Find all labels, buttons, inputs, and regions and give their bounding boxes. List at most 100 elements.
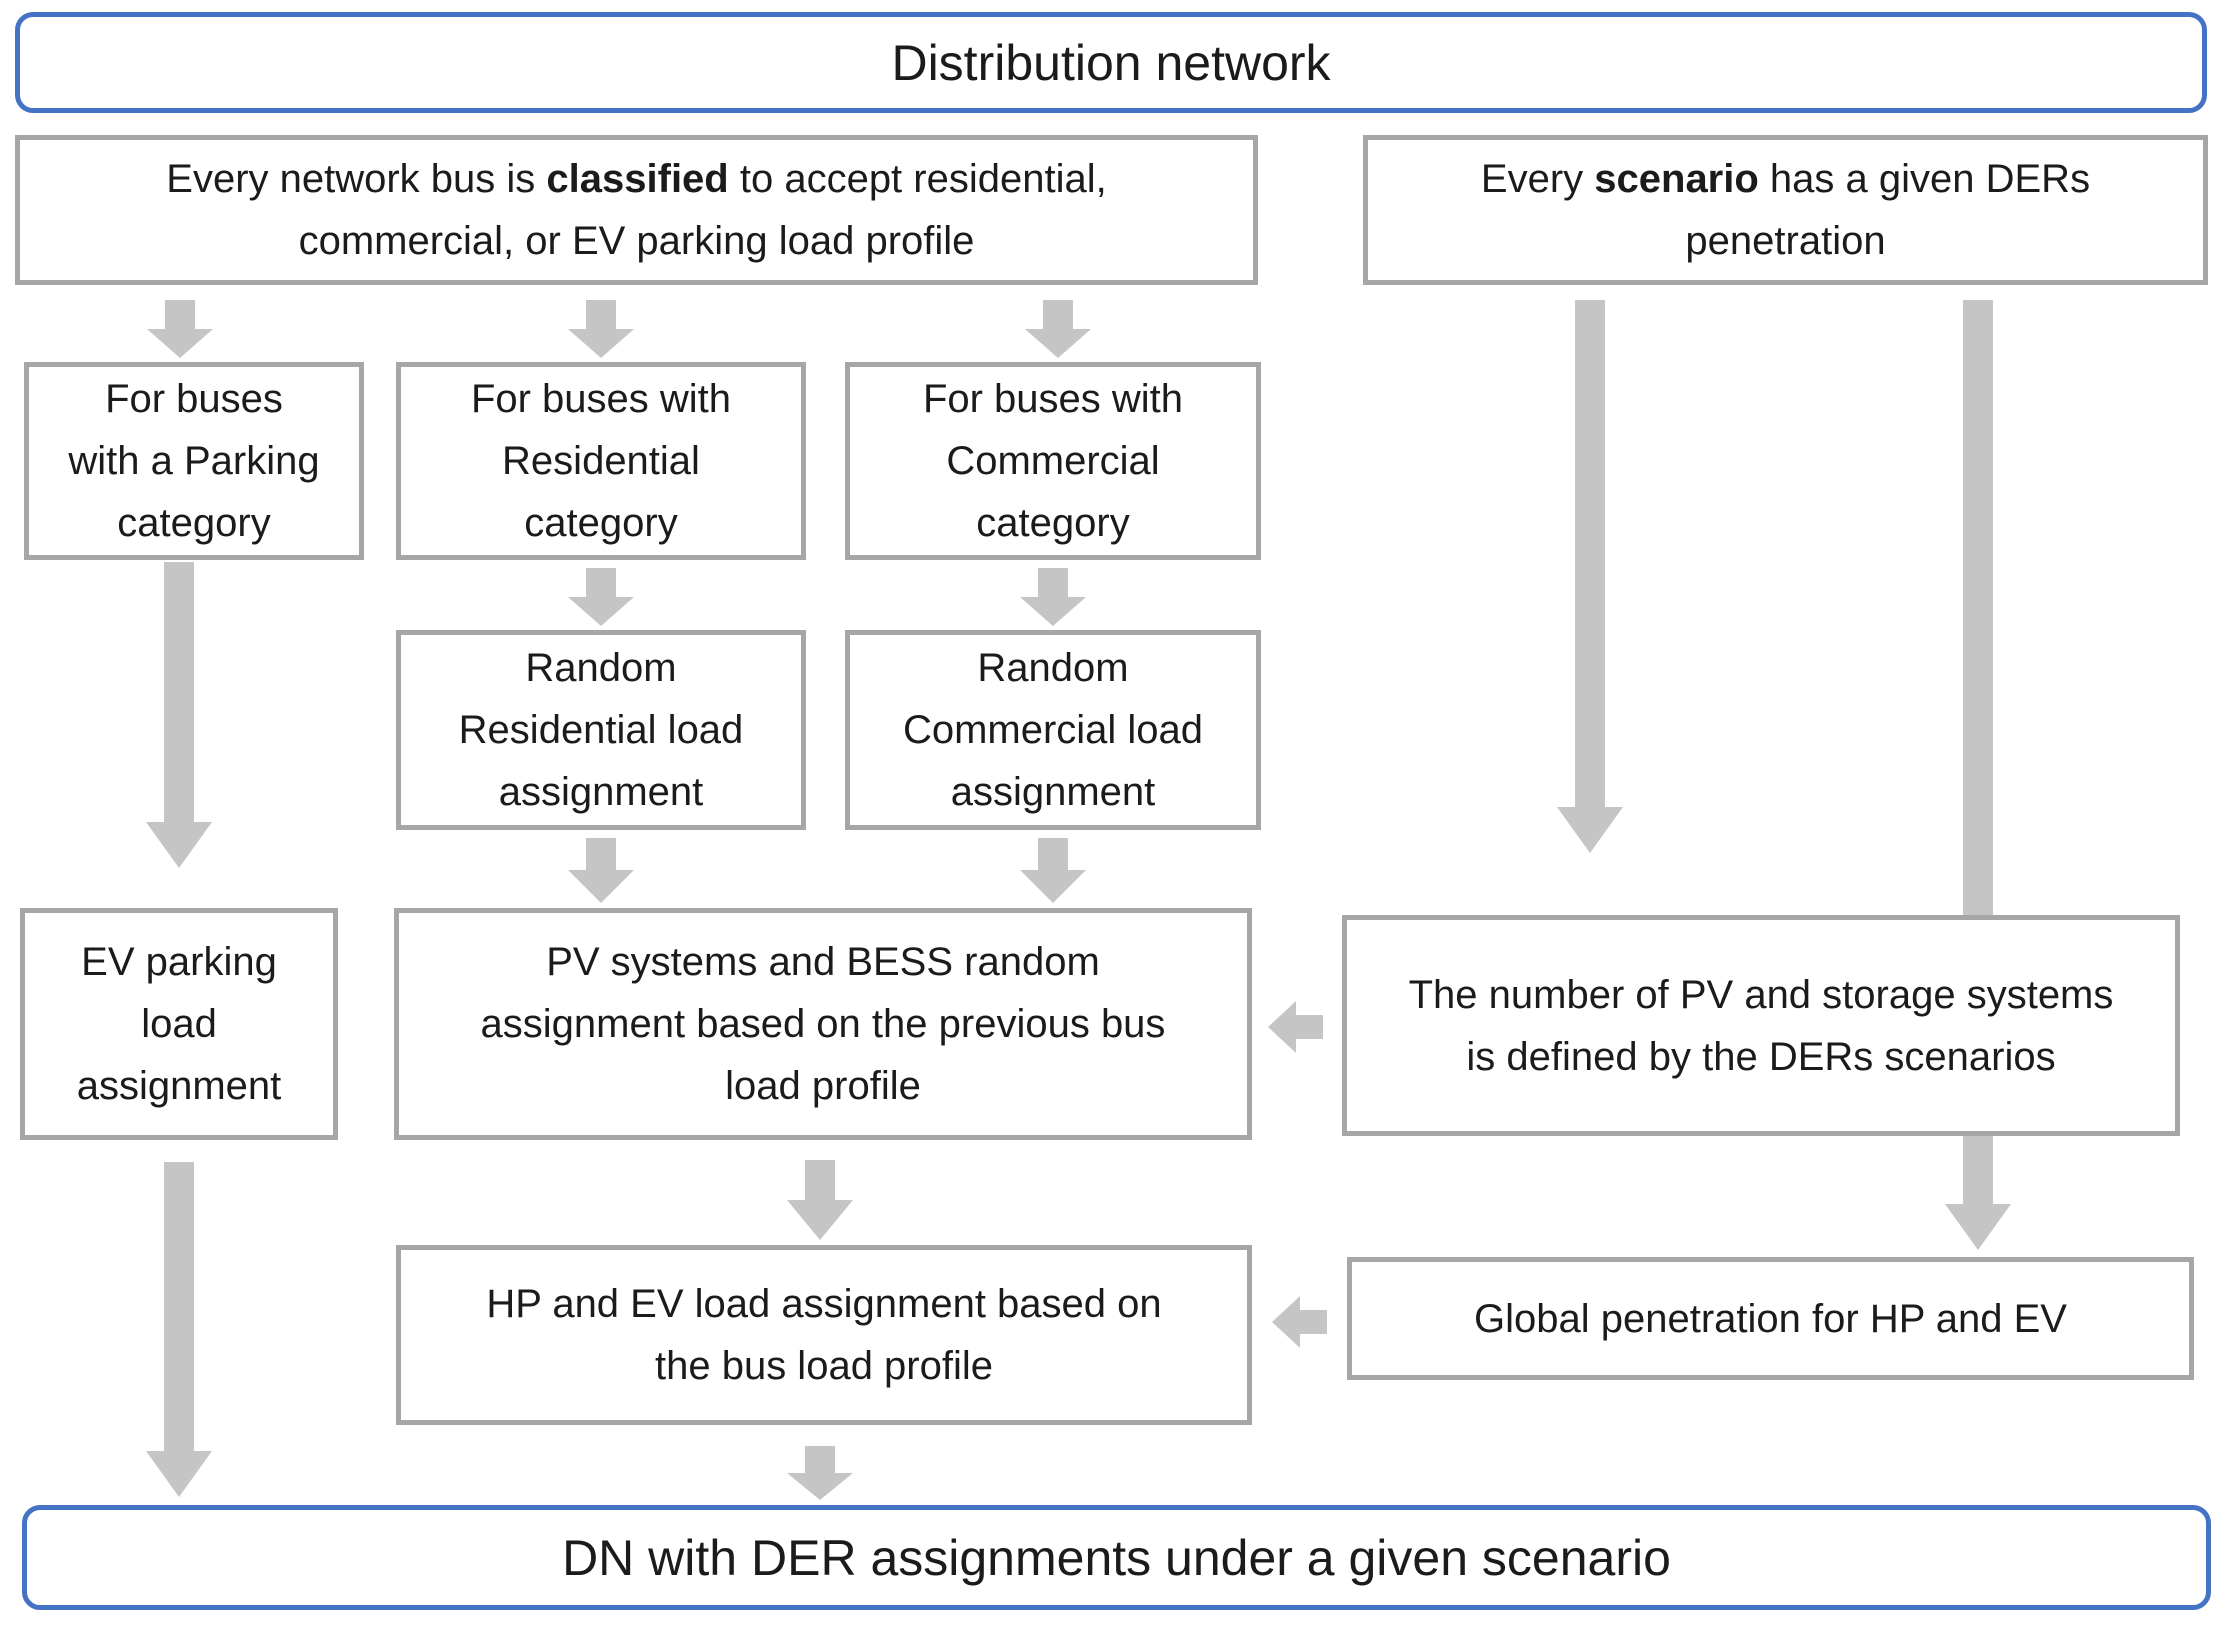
random-residential-line1: Random xyxy=(525,646,677,690)
category-commercial-text: For buses with Commercial category xyxy=(850,368,1256,554)
global-penetration-box: Global penetration for HP and EV xyxy=(1347,1257,2194,1380)
category-commercial-box: For buses with Commercial category xyxy=(845,362,1261,560)
arrow-classified-to-residential xyxy=(568,300,634,358)
arrow-numpv-to-pvbess-shaft xyxy=(1294,1015,1323,1039)
arrow-classified-to-commercial-shaft xyxy=(1043,300,1073,331)
scenario-line1-pre: Every xyxy=(1480,157,1595,201)
arrow-global-to-hpev-head-icon xyxy=(1272,1296,1300,1348)
category-residential-text: For buses with Residential category xyxy=(401,368,801,554)
arrow-hpev-to-final-head-icon xyxy=(787,1473,853,1500)
num-pv-storage-box: The number of PV and storage systems is … xyxy=(1342,915,2180,1136)
arrow-classified-to-residential-head-icon xyxy=(568,329,634,358)
bus-classified-box: Every network bus is classified to accep… xyxy=(15,135,1258,285)
random-residential-line3: assignment xyxy=(498,770,704,814)
category-residential-line2: Residential xyxy=(502,439,700,483)
category-commercial-line3: category xyxy=(976,501,1130,545)
ev-parking-line1: EV parking xyxy=(81,940,277,984)
random-commercial-line3: assignment xyxy=(950,770,1156,814)
arrow-numpv-to-pvbess xyxy=(1268,1001,1323,1053)
num-pv-storage-text: The number of PV and storage systems is … xyxy=(1347,964,2175,1088)
category-parking-text: For buses with a Parking category xyxy=(29,368,359,554)
num-pv-line2: is defined by the DERs scenarios xyxy=(1466,1034,2056,1079)
scenario-penetration-box: Every scenario has a given DERs penetrat… xyxy=(1363,135,2208,285)
arrow-global-to-hpev-shaft xyxy=(1298,1310,1327,1334)
pv-bess-line1: PV systems and BESS random xyxy=(546,940,1100,984)
ev-parking-line3: assignment xyxy=(76,1064,282,1108)
arrow-scenario-to-global-head-icon xyxy=(1945,1204,2011,1250)
ev-parking-load-text: EV parking load assignment xyxy=(25,931,333,1117)
random-residential-text: Random Residential load assignment xyxy=(401,637,801,823)
pv-bess-assignment-box: PV systems and BESS random assignment ba… xyxy=(394,908,1252,1140)
dn-final-label: DN with DER assignments under a given sc… xyxy=(562,1529,1671,1586)
bus-classified-text: Every network bus is classified to accep… xyxy=(20,148,1253,272)
bus-classified-line1: Every network bus is classified to accep… xyxy=(20,148,1253,210)
arrow-residential-to-random-head-icon xyxy=(568,597,634,626)
bus-classified-line2: commercial, or EV parking load profile xyxy=(298,219,975,263)
category-residential-box: For buses with Residential category xyxy=(396,362,806,560)
arrow-evload-to-final-shaft xyxy=(164,1162,194,1453)
arrow-pvbess-to-hpev-head-icon xyxy=(787,1200,853,1240)
hp-ev-assignment-text: HP and EV load assignment based on the b… xyxy=(401,1273,1247,1397)
category-residential-line1: For buses with xyxy=(470,377,732,421)
category-parking-line1: For buses xyxy=(105,377,283,421)
category-commercial-line2: Commercial xyxy=(946,439,1160,483)
arrow-classified-to-parking-shaft xyxy=(165,300,195,331)
arrow-classified-to-residential-shaft xyxy=(586,300,616,331)
category-commercial-line1: For buses with xyxy=(922,377,1184,421)
arrow-randomcom-to-pvbess-head-icon xyxy=(1020,870,1086,903)
ev-parking-line2: load xyxy=(141,1002,217,1046)
hp-ev-assignment-box: HP and EV load assignment based on the b… xyxy=(396,1245,1252,1425)
random-commercial-text: Random Commercial load assignment xyxy=(850,637,1256,823)
arrow-evload-to-final xyxy=(146,1162,212,1497)
ev-parking-load-box: EV parking load assignment xyxy=(20,908,338,1140)
arrow-randomres-to-pvbess-shaft xyxy=(586,838,616,872)
arrow-parking-to-evload-shaft xyxy=(164,562,194,824)
bus-classified-line1-post: to accept residential, xyxy=(728,157,1107,201)
arrow-commercial-to-random xyxy=(1020,568,1086,626)
distribution-network-box: Distribution network xyxy=(15,12,2207,113)
arrow-commercial-to-random-head-icon xyxy=(1020,597,1086,626)
random-residential-box: Random Residential load assignment xyxy=(396,630,806,830)
scenario-line1-bold: scenario xyxy=(1594,157,1759,201)
distribution-network-label: Distribution network xyxy=(891,34,1331,91)
arrow-randomcom-to-pvbess xyxy=(1020,838,1086,903)
arrow-randomcom-to-pvbess-shaft xyxy=(1038,838,1068,872)
scenario-line1: Every scenario has a given DERs xyxy=(1368,148,2203,210)
scenario-penetration-text: Every scenario has a given DERs penetrat… xyxy=(1368,148,2203,272)
arrow-numpv-to-pvbess-head-icon xyxy=(1268,1001,1296,1053)
category-parking-box: For buses with a Parking category xyxy=(24,362,364,560)
arrow-randomres-to-pvbess-head-icon xyxy=(568,870,634,903)
random-commercial-line1: Random xyxy=(977,646,1129,690)
random-commercial-line2: Commercial load xyxy=(902,708,1204,752)
arrow-randomres-to-pvbess xyxy=(568,838,634,903)
pv-bess-assignment-text: PV systems and BESS random assignment ba… xyxy=(399,931,1247,1117)
category-parking-line3: category xyxy=(117,501,271,545)
pv-bess-line2: assignment based on the previous bus xyxy=(480,1002,1166,1046)
pv-bess-line3: load profile xyxy=(725,1064,921,1108)
arrow-parking-to-evload-head-icon xyxy=(146,822,212,868)
arrow-hpev-to-final xyxy=(787,1446,853,1500)
arrow-scenario-to-numpv-head-icon xyxy=(1557,807,1623,853)
arrow-classified-to-commercial xyxy=(1025,300,1091,358)
num-pv-line1: The number of PV and storage systems xyxy=(1408,972,2114,1017)
hp-ev-line1: HP and EV load assignment based on xyxy=(486,1282,1162,1326)
arrow-residential-to-random xyxy=(568,568,634,626)
arrow-commercial-to-random-shaft xyxy=(1038,568,1068,599)
arrow-pvbess-to-hpev xyxy=(787,1160,853,1240)
arrow-global-to-hpev xyxy=(1272,1296,1327,1348)
hp-ev-line2: the bus load profile xyxy=(654,1344,993,1388)
arrow-parking-to-evload xyxy=(146,562,212,868)
category-residential-line3: category xyxy=(524,501,678,545)
arrow-pvbess-to-hpev-shaft xyxy=(805,1160,835,1202)
random-residential-line2: Residential load xyxy=(458,708,744,752)
category-parking-line2: with a Parking xyxy=(68,439,320,483)
dn-final-box: DN with DER assignments under a given sc… xyxy=(22,1505,2211,1610)
arrow-scenario-to-numpv xyxy=(1557,300,1623,853)
random-commercial-box: Random Commercial load assignment xyxy=(845,630,1261,830)
arrow-residential-to-random-shaft xyxy=(586,568,616,599)
arrow-hpev-to-final-shaft xyxy=(805,1446,835,1475)
arrow-classified-to-commercial-head-icon xyxy=(1025,329,1091,358)
bus-classified-line1-bold: classified xyxy=(546,157,729,201)
bus-classified-line1-pre: Every network bus is xyxy=(166,157,547,201)
